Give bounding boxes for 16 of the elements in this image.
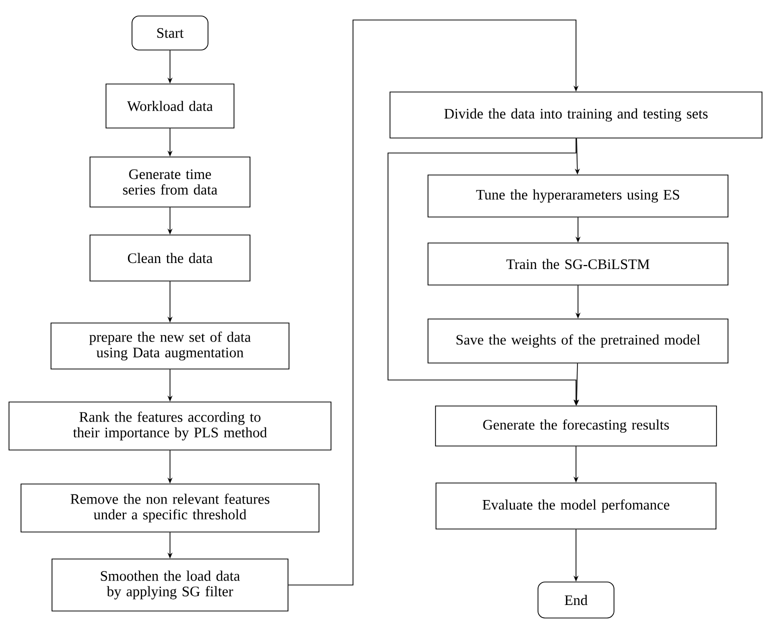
terminal-box: Start [132, 16, 208, 50]
process-box: Clean the data [90, 234, 250, 282]
process-box: Generate the forecasting results [435, 406, 717, 446]
arrow [288, 20, 579, 586]
process-box: Generate time series from data [90, 156, 250, 208]
process-box: Evaluate the model perfomance [436, 482, 716, 530]
process-box: prepare the new set of data using Data augmentation [50, 322, 290, 370]
process-box: Remove the non relevant features under a specific threshold [20, 484, 320, 532]
process-box: Tune the hyperarameters using ES [428, 174, 728, 218]
process-box: Save the weights of the pretrained model [428, 318, 728, 364]
terminal-box: End [538, 582, 614, 618]
process-box: Divide the data into training and testing sets [390, 92, 762, 138]
process-box: Smoothen the load data by applying SG filter [52, 558, 288, 612]
process-box: Train the SG-CBiLSTM [428, 242, 728, 286]
process-box: Rank the features according to their importance by PLS method [8, 402, 332, 450]
process-box: Workload data [106, 84, 234, 128]
